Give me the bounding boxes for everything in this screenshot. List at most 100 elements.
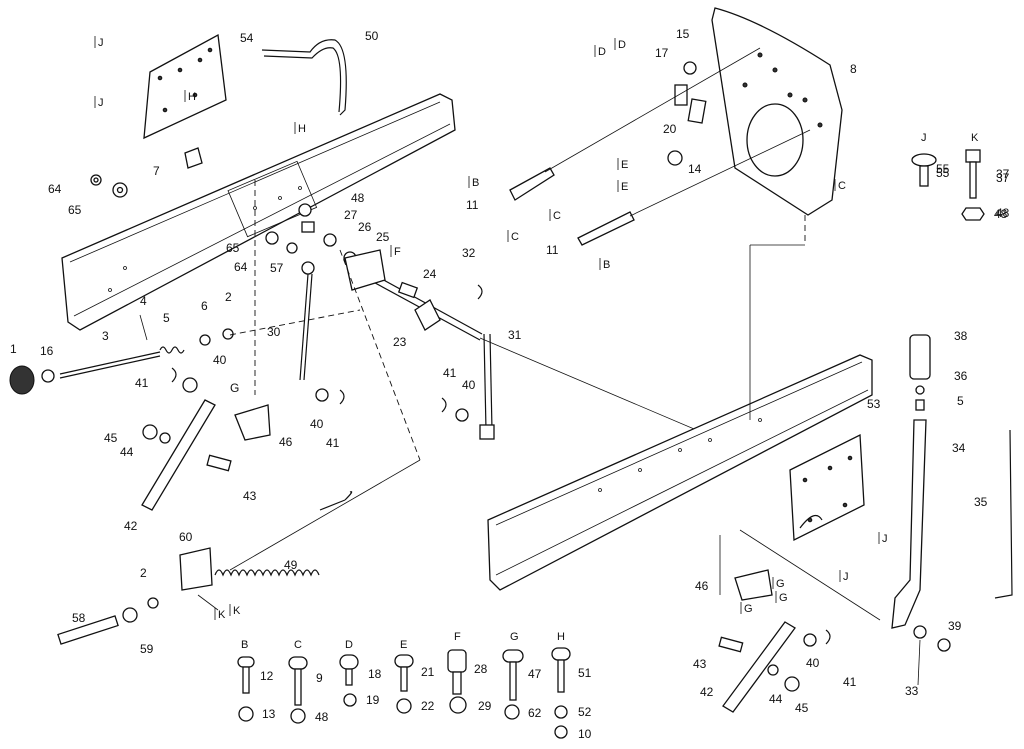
legend-nut-22: 22 [421,699,435,713]
callout-31: 31 [508,328,522,342]
callout-6: 6 [201,299,208,313]
callout-16: 16 [40,344,54,358]
letter-g: G [776,578,785,590]
callout-41: 41 [135,376,149,390]
callout-38: 38 [954,329,968,343]
letter-g: G [779,592,788,604]
letter-j: J [843,571,849,583]
callout-57: 57 [270,261,284,275]
callout-60: 60 [179,530,193,544]
legend-letter-d: D [345,639,353,651]
plate-54 [143,33,227,140]
callout-20: 20 [663,122,677,136]
legend-nut-62: 62 [528,706,542,720]
bracket-60 [57,547,219,645]
legend-letter-h: H [557,631,565,643]
legend-letter-c: C [294,639,302,651]
callout-59: 59 [140,642,154,656]
callout-33: 33 [905,684,919,698]
brackets-upper-right [667,61,707,166]
callout-41: 41 [326,436,340,450]
right-frame-rail [487,354,873,591]
letter-g: G [744,603,753,615]
callout-37: 37 [996,167,1010,181]
plate-8 [711,7,843,216]
callout-30: 30 [267,325,281,339]
legend-bolt-18: 18 [368,667,382,681]
washers-64-65 [90,174,128,198]
legend-bolt-9: 9 [316,671,323,685]
drop-rod [299,273,309,381]
callout-32: 32 [462,246,476,260]
callout-40: 40 [462,378,476,392]
letter-j: J [882,533,888,545]
callout-45: 45 [104,431,118,445]
callout-42: 42 [124,519,138,533]
legend-letter-e: E [400,639,407,651]
callout-42: 42 [700,685,714,699]
callout-53: 53 [867,397,881,411]
arm-42 [141,367,232,511]
letter-e: E [621,181,628,193]
legend-nut-19: 19 [366,693,380,707]
callout-44: 44 [120,445,134,459]
callout-7: 7 [153,164,160,178]
legend-bolt-28: 28 [474,662,488,676]
callout-55: 55 [936,162,950,176]
callout-49: 49 [284,558,298,572]
callout-41: 41 [843,675,857,689]
callout-58: 58 [72,611,86,625]
legend-letter-j: J [921,132,927,144]
callout-8: 8 [850,62,857,76]
spring-49 [214,491,353,577]
rod-23 [344,249,483,341]
letter-j: J [98,37,104,49]
legend-letter-g: G [510,631,519,643]
legend-nut-13: 13 [262,707,276,721]
legend-nut-48: 48 [315,710,329,724]
callout-5: 5 [957,394,964,408]
callout-54: 54 [240,31,254,45]
callout-27: 27 [344,208,358,222]
hardware-legend: B 12 13 C 9 48 D 18 19 E 21 22 F 28 29 [237,631,592,741]
callout-G: G [230,381,239,395]
legend-letter-k: K [971,132,979,144]
legend-bolt-47: 47 [528,667,542,681]
callout-43: 43 [243,489,257,503]
callout-23: 23 [393,335,407,349]
callout-44: 44 [769,692,783,706]
callout-1: 1 [10,342,17,356]
letter-h: H [298,123,306,135]
legend-bolt-37: 37 [996,171,1010,185]
arm-42-right [718,569,831,713]
control-rod-3 [9,314,234,395]
legend-nut-52: 52 [578,705,592,719]
callout-43: 43 [693,657,707,671]
letter-b: B [603,259,610,271]
legend-part-10: 10 [578,727,592,741]
callout-46: 46 [279,435,293,449]
legend-nut-29: 29 [478,699,492,713]
letter-d: D [598,46,606,58]
letter-c: C [553,210,561,222]
callout-3: 3 [102,329,109,343]
legend-letter-f: F [454,631,461,643]
callout-40: 40 [213,353,227,367]
callout-39: 39 [948,619,962,633]
callout-36: 36 [954,369,968,383]
callout-4: 4 [140,294,147,308]
letter-k: K [233,605,241,617]
letter-h: H [188,91,196,103]
callout-65: 65 [226,241,240,255]
callout-64: 64 [234,260,248,274]
letter-j: J [98,97,104,109]
legend-bolt-55: 55 [936,166,950,180]
letter-c: C [511,231,519,243]
legend-letter-b: B [241,639,248,651]
letter-b: B [472,177,479,189]
bracket-11b [577,211,635,246]
callout-2: 2 [140,566,147,580]
callout-35: 35 [974,495,988,509]
part-7 [184,147,203,169]
